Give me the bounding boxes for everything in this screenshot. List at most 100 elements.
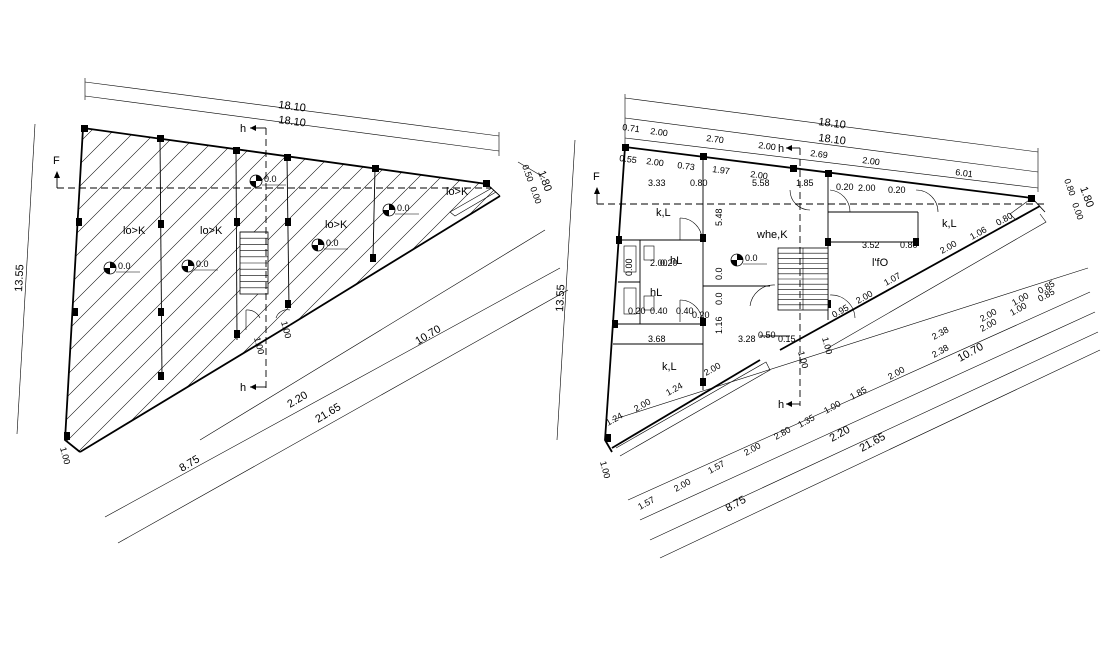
hatch-line <box>65 128 189 452</box>
right-dim-bottom2-1: 1.57 <box>636 495 656 512</box>
right-plan-doors <box>679 189 939 323</box>
left-plan-outline <box>64 127 501 453</box>
right-dim-inner-2: 0.80 <box>690 178 708 188</box>
right-room-label-7: hL <box>650 287 662 299</box>
right-dim-inner-12: 0.0 <box>714 292 724 305</box>
level-marker-fill <box>182 266 188 272</box>
right-room-label-5: l'fO <box>872 257 889 269</box>
right-room-label-1: k,L <box>656 207 671 219</box>
right-dim-inner-9: 0.80 <box>900 240 918 250</box>
right-dim-mid-1: 3.68 <box>648 334 666 344</box>
level-marker-label: 0.0 <box>397 203 410 213</box>
level-marker-label: 0.0 <box>326 238 339 248</box>
right-dim-mid-5: 2.00 <box>650 258 668 268</box>
right-dim-row1-3: 2.70 <box>706 133 725 145</box>
right-dim-bottom-13: 1.06 <box>968 225 988 242</box>
right-dim-row1-6: 2.00 <box>862 155 881 167</box>
hatch-line <box>65 128 387 452</box>
right-dim-row1-7: 6.01 <box>955 167 974 179</box>
right-plan-stair <box>777 247 829 311</box>
right-dim-total-3: 10.70 <box>956 341 986 365</box>
right-dim-mid-6: 0.20 <box>660 258 678 268</box>
left-dim-bottom-1: 10.70 <box>413 323 443 347</box>
level-marker-label: 0.0 <box>118 261 131 271</box>
right-dim-inner-11: 0.0 <box>714 267 724 280</box>
hatch-line <box>842 100 1106 480</box>
hatch-line <box>65 128 255 452</box>
right-room-label-2: whe,K <box>756 229 788 241</box>
hatch-line <box>269 128 500 452</box>
left-dim-left: 13.55 <box>13 264 26 292</box>
right-dim-mid-3: 0.50 <box>758 330 776 340</box>
right-dim-inner-8: 3.52 <box>862 240 880 250</box>
left-room-label-2: lo>K <box>200 225 223 237</box>
right-dim-bottom2-3: 1.57 <box>706 459 726 476</box>
right-dim-bottom2-8: 1.85 <box>848 385 868 402</box>
hatch-line <box>886 100 1106 480</box>
left-room-label-1: lo>K <box>123 225 146 237</box>
right-dim-row1-2: 2.00 <box>650 126 669 138</box>
right-dim-stair: 1.00 <box>796 350 810 370</box>
level-marker: 0.0 <box>730 253 767 267</box>
left-dim-bottom-4: 8.75 <box>177 453 202 474</box>
level-marker: 0.0 <box>249 174 286 188</box>
level-marker-fill <box>731 260 737 266</box>
level-marker-fill <box>104 268 110 274</box>
level-marker: 0.0 <box>181 259 218 273</box>
level-marker-fill <box>250 181 256 187</box>
right-dim-row2-3: 0.73 <box>677 160 696 172</box>
left-room-label-4: lo>K <box>446 186 469 198</box>
left-dim-right-small: 0.50 <box>520 163 535 183</box>
level-marker-fill <box>110 262 116 268</box>
right-dimensions: 18.10 18.10 0.71 2.00 2.70 2.00 2.69 2.0… <box>554 94 1101 559</box>
level-marker: 0.0 <box>311 238 348 252</box>
left-dim-bottom-3: 21.65 <box>313 401 343 425</box>
right-dim-bottom2-6: 1.35 <box>796 413 816 430</box>
right-floor-plan: h h F k,L whe,K k,L k,L l'fO hL hL 0.0 1… <box>554 94 1101 559</box>
right-dim-mid-2: 3.28 <box>738 334 756 344</box>
hatch-line <box>534 100 914 480</box>
right-section-label-top: h <box>778 143 784 155</box>
right-room-label-4: k,L <box>942 218 957 230</box>
right-dim-mid-7: 0.40 <box>650 306 668 316</box>
left-dim-top-1: 18.10 <box>278 99 307 114</box>
hatch-line <box>65 128 409 452</box>
right-dim-bottom2-7: 1.00 <box>822 399 842 416</box>
right-dim-row2-1: 0.55 <box>619 153 638 165</box>
right-dim-corner: 1.00 <box>598 460 612 480</box>
hatch-line <box>710 100 1090 480</box>
hatch-line <box>181 128 500 452</box>
right-dim-inner-10: 5.48 <box>714 208 724 226</box>
level-marker-fill <box>256 175 262 181</box>
hatch-line <box>65 128 365 452</box>
hatch-line <box>65 128 167 452</box>
hatch-line <box>65 128 343 452</box>
left-section-label-top: h <box>240 123 246 135</box>
hatch-line <box>65 128 277 452</box>
right-dim-inner-5: 0.20 <box>836 182 854 192</box>
level-marker: 0.0 <box>382 203 419 217</box>
right-dim-total-1: 8.75 <box>724 494 749 515</box>
right-dim-inner-1: 3.33 <box>648 178 666 188</box>
right-dim-row1-4: 2.00 <box>758 140 777 152</box>
right-dim-inner-4: 1.85 <box>796 178 814 188</box>
left-dim-stair: 1.00 <box>252 336 266 356</box>
level-marker-fill <box>389 204 395 210</box>
level-marker-fill <box>318 239 324 245</box>
left-plan-columns <box>64 125 490 440</box>
level-marker-fill <box>312 245 318 251</box>
right-dim-bottom2-10: 2.38 <box>930 343 950 360</box>
hatch-line <box>0 100 12 480</box>
right-dim-left: 13.55 <box>554 284 567 312</box>
left-section-line: h h <box>240 123 267 394</box>
right-dim-bottom-11: 1.07 <box>882 271 902 288</box>
hatch-line <box>247 128 500 452</box>
hatch-line <box>137 128 500 452</box>
level-marker-label: 0.0 <box>264 174 277 184</box>
right-dim-inner-6: 2.00 <box>858 183 876 193</box>
left-dim-door: 1.00 <box>279 320 293 340</box>
right-dim-row2-2: 2.00 <box>646 156 665 168</box>
hatch-line <box>666 100 1046 480</box>
level-marker-label: 0.0 <box>196 259 209 269</box>
